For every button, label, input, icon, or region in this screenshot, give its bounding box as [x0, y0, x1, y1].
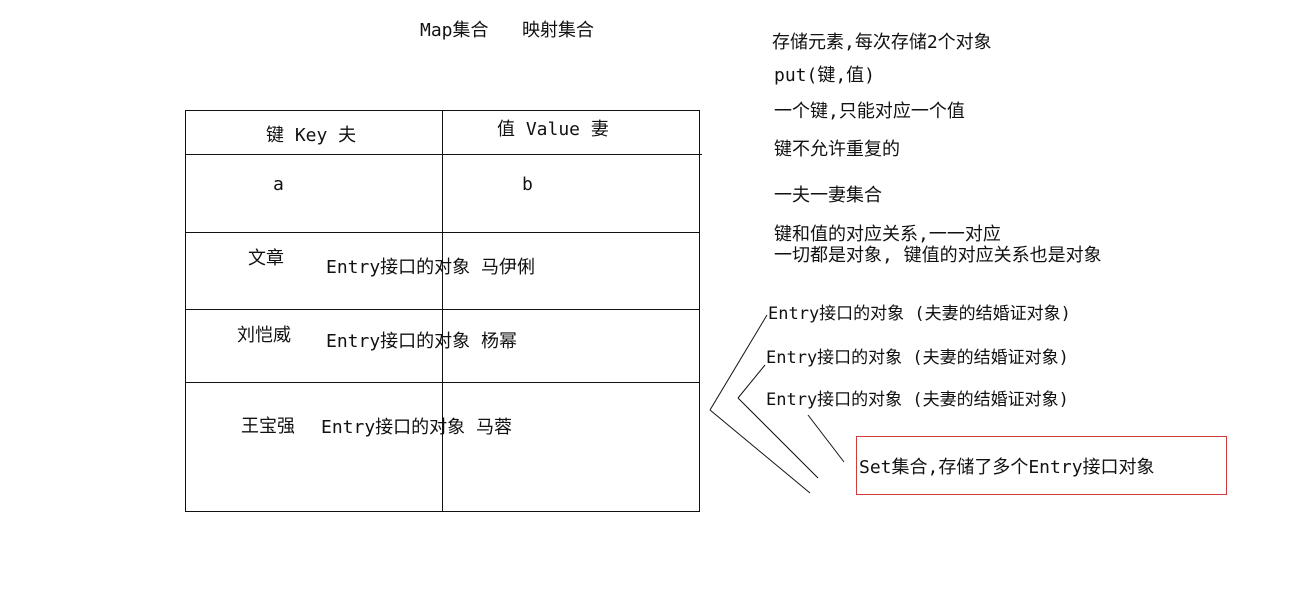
header-value: 值 Value 妻: [497, 119, 609, 140]
entry-object-2: Entry接口的对象 (夫妻的结婚证对象): [766, 348, 1069, 368]
connector-line: [709, 409, 811, 494]
note-store-elements: 存储元素,每次存储2个对象: [772, 32, 992, 53]
header-key: 键 Key 夫: [266, 125, 357, 146]
entry-object-1: Entry接口的对象 (夫妻的结婚证对象): [768, 304, 1071, 324]
entry-object-3: Entry接口的对象 (夫妻的结婚证对象): [766, 390, 1069, 410]
row4-entry: Entry接口的对象 马蓉: [321, 417, 513, 438]
set-collection-box: Set集合,存储了多个Entry接口对象: [856, 436, 1227, 495]
row1-key: a: [273, 174, 284, 195]
connector-line: [709, 314, 768, 411]
row2-key: 文章: [248, 248, 284, 269]
row3-key: 刘恺威: [237, 325, 291, 346]
connector-line: [737, 364, 766, 399]
row2-entry: Entry接口的对象 马伊俐: [326, 257, 536, 278]
row1-value: b: [522, 174, 533, 195]
note-put: put(键,值): [774, 65, 876, 86]
title-mapping: 映射集合: [522, 20, 594, 41]
connector-line: [737, 397, 819, 479]
connector-line: [807, 414, 845, 463]
note-one-key-one-value: 一个键,只能对应一个值: [774, 101, 965, 122]
note-one-to-one: 键和值的对应关系,一一对应: [774, 224, 1001, 245]
note-everything-is-object: 一切都是对象, 键值的对应关系也是对象: [774, 245, 1102, 266]
title-map: Map集合: [420, 20, 489, 41]
note-monogamy-collection: 一夫一妻集合: [774, 185, 882, 206]
row4-key: 王宝强: [241, 416, 295, 437]
row3-entry: Entry接口的对象 杨幂: [326, 331, 518, 352]
set-collection-label: Set集合,存储了多个Entry接口对象: [859, 457, 1155, 478]
note-no-duplicate-keys: 键不允许重复的: [774, 139, 900, 160]
